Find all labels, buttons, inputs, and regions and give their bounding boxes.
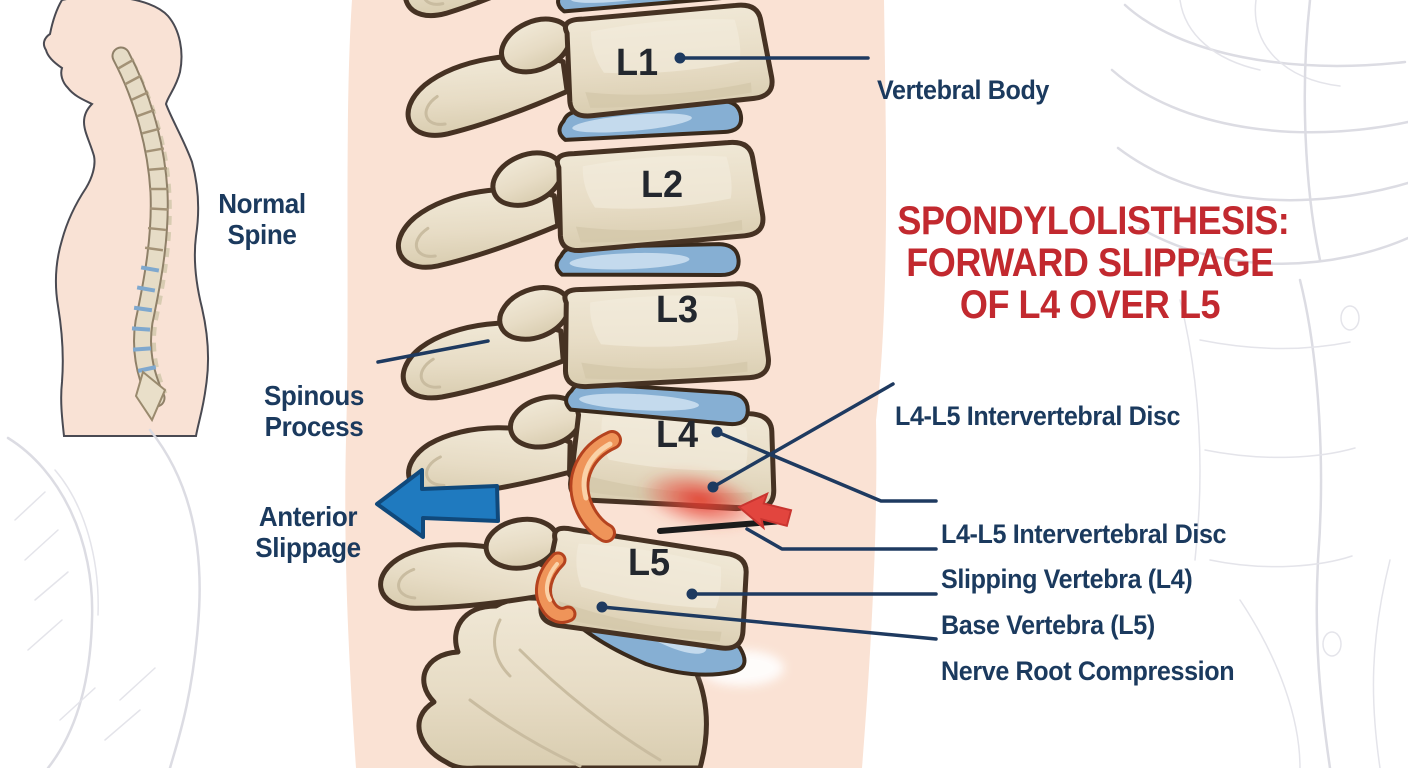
vertebra-label-l4: L4 (656, 414, 699, 456)
label-slipping-vertebra: Slipping Vertebra (L4) (941, 564, 1193, 594)
label-nerve-root-compression: Nerve Root Compression (941, 656, 1235, 686)
anterior-slippage-label: Anterior Slippage (255, 501, 361, 563)
vertebra-label-l1: L1 (616, 42, 659, 84)
leader-disc-upper (711, 382, 895, 489)
label-l4l5-disc-lower: L4-L5 Intervertebral Disc (941, 519, 1227, 549)
leader-disc-lower (715, 430, 938, 503)
diagram-title: SPONDYLOLISTHESIS: FORWARD SLIPPAGE OF L… (897, 199, 1290, 327)
vertebra-label-l5: L5 (628, 542, 671, 584)
nerve-root-l5 (535, 551, 577, 624)
label-base-vertebra: Base Vertebra (L5) (941, 610, 1155, 640)
leader-lines (376, 52, 938, 641)
spinous-process-label: Spinous Process (263, 380, 365, 442)
compression-arrow-icon (737, 491, 793, 531)
compression-glow (639, 469, 761, 531)
body-silhouette (42, 0, 210, 437)
leader-nerve-root (600, 605, 938, 641)
normal-spine-label: Normal Spine (218, 188, 306, 250)
mini-spine (111, 46, 172, 423)
hip-sketch (6, 428, 201, 768)
vertebra-label-l3: L3 (656, 289, 699, 331)
leader-slipping-vertebra (745, 527, 938, 551)
leader-spinous-process (376, 339, 490, 364)
label-l4l5-disc-upper: L4-L5 Intervertebral Disc (895, 401, 1181, 431)
anterior-slippage-arrow-icon (375, 468, 500, 539)
vertebra-label-l2: L2 (641, 164, 684, 206)
vertebral-body-label: Vertebral Body (877, 75, 1050, 105)
nerve-root-l4 (569, 430, 622, 543)
torso-sketch (1110, 0, 1408, 768)
